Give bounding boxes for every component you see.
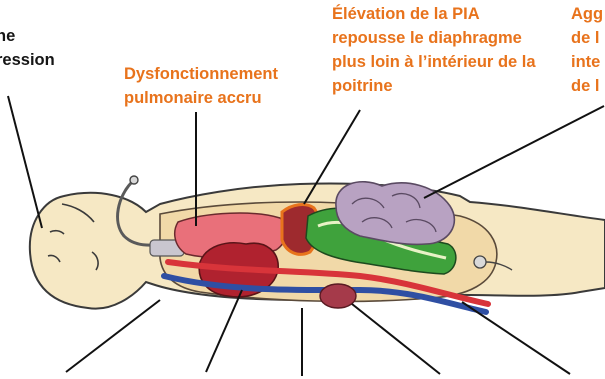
- tube-connector-icon: [130, 176, 138, 184]
- callout-pia: Élévation de la PIA repousse le diaphrag…: [332, 2, 536, 98]
- callout-left-cut: l ne ression: [0, 0, 55, 72]
- callout-pulmonary: Dysfonctionnement pulmonaire accru: [124, 62, 278, 110]
- leader-line-bottom-4: [352, 304, 440, 374]
- leader-line-intestines: [424, 106, 604, 198]
- leader-line-bottom-1: [66, 300, 160, 372]
- kidney-icon: [320, 284, 356, 308]
- callout-right-cut: Agg de l inte de l: [571, 2, 603, 98]
- catheter-icon: [474, 256, 486, 268]
- leader-line-bottom-2: [206, 290, 242, 372]
- leader-line-bottom-5: [462, 302, 570, 374]
- leader-line-face: [8, 96, 42, 228]
